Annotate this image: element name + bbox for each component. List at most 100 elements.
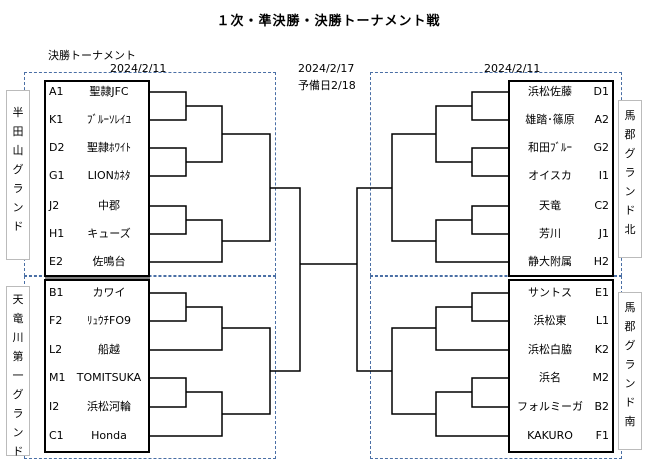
team-code: M2 (592, 371, 610, 384)
team-code: F1 (595, 429, 609, 442)
team-row: H2 静大附属 (508, 249, 614, 275)
team-code: F2 (49, 314, 63, 327)
venue-char: 竜 (12, 312, 24, 325)
team-name: TOMITSUKA (76, 371, 142, 384)
team-row: G2 和田ﾌﾞﾙｰ (508, 135, 614, 161)
team-name: 浜名 (539, 371, 561, 384)
right-team-box-lower (508, 279, 614, 453)
team-name: 聖隷JFC (89, 85, 129, 98)
team-row: B2 フォルミーガ (508, 394, 614, 420)
venue-char: 郡 (624, 320, 636, 333)
venue-char: 北 (624, 223, 636, 236)
team-name: 浜松東 (533, 314, 567, 327)
team-code: H1 (49, 227, 65, 240)
team-code: H2 (593, 255, 609, 268)
team-row: M2 浜名 (508, 365, 614, 391)
team-code: J1 (598, 227, 609, 240)
team-code: M1 (49, 371, 66, 384)
team-code: L2 (49, 343, 63, 356)
team-code: G1 (49, 169, 65, 182)
venue-char: ン (12, 201, 24, 214)
team-code: I1 (598, 169, 609, 182)
team-code: C2 (594, 199, 609, 212)
team-name: 芳川 (539, 227, 561, 240)
team-code: A2 (594, 113, 609, 126)
team-code: A1 (49, 85, 64, 98)
team-row: K2 浜松白脇 (508, 337, 614, 363)
team-code: D1 (593, 85, 609, 98)
venue-char: ラ (624, 166, 636, 179)
venue-text-top-right: 馬郡グランド北 (619, 101, 641, 239)
left-round-date: 2024/2/11 (110, 62, 167, 75)
team-row: M1 TOMITSUKA (44, 365, 150, 391)
venue-char: 郡 (624, 128, 636, 141)
final-date: 2024/2/17 (298, 62, 355, 75)
venue-label-bottom-right: 馬郡グランド南 (618, 292, 642, 450)
venue-char: グ (624, 147, 636, 160)
team-code: E1 (595, 286, 609, 299)
team-row: H1 キューズ (44, 221, 150, 247)
team-name: 浜松河輪 (87, 400, 131, 413)
team-code: K1 (49, 113, 64, 126)
venue-text-top-left: 半田山グランド (7, 91, 29, 236)
team-row: A2 雄踏･篠原 (508, 107, 614, 133)
venue-char: 馬 (624, 301, 636, 314)
venue-char: ド (12, 445, 24, 458)
venue-text-bottom-right: 馬郡グランド南 (619, 293, 641, 431)
venue-char: ド (624, 396, 636, 409)
team-name: 和田ﾌﾞﾙｰ (528, 141, 572, 154)
venue-char: 南 (624, 415, 636, 428)
venue-char: ド (624, 204, 636, 217)
team-row: A1 聖隷JFC (44, 79, 150, 105)
venue-char: 馬 (624, 109, 636, 122)
team-row: J2 中郡 (44, 193, 150, 219)
team-code: B1 (49, 286, 64, 299)
team-code: E2 (49, 255, 63, 268)
team-code: K2 (594, 343, 609, 356)
team-code: G2 (593, 141, 609, 154)
venue-label-bottom-left: 天竜川第一グランド (6, 286, 30, 458)
team-row: G1 LIONｶﾈﾀ (44, 163, 150, 189)
team-name: 雄踏･篠原 (525, 113, 575, 126)
team-name: 聖隷ﾎﾜｲﾄ (87, 141, 131, 154)
venue-char: 川 (12, 331, 24, 344)
venue-char: グ (624, 339, 636, 352)
team-code: B2 (594, 400, 609, 413)
team-name: オイスカ (528, 169, 572, 182)
team-name: ﾌﾞﾙｰｿﾚｲﾕ (87, 113, 131, 126)
team-name: 中郡 (98, 199, 120, 212)
team-row: D1 浜松佐藤 (508, 79, 614, 105)
right-team-box-upper (508, 80, 614, 277)
team-name: フォルミーガ (517, 400, 583, 413)
venue-label-top-left: 半田山グランド (6, 90, 30, 260)
team-row: J1 芳川 (508, 221, 614, 247)
team-name: サントス (528, 286, 572, 299)
team-name: Honda (91, 429, 127, 442)
team-name: 静大附属 (528, 255, 572, 268)
team-name: LIONｶﾈﾀ (87, 169, 131, 182)
page-title: １次・準決勝・決勝トーナメント戦 (216, 14, 441, 29)
venue-label-top-right: 馬郡グランド北 (618, 100, 642, 258)
right-round-date: 2024/2/11 (484, 62, 541, 75)
team-name: 浜松佐藤 (528, 85, 572, 98)
team-code: J2 (49, 199, 60, 212)
team-name: 浜松白脇 (528, 343, 572, 356)
venue-char: ラ (624, 358, 636, 371)
team-name: キューズ (87, 227, 131, 240)
venue-char: 一 (12, 369, 24, 382)
team-name: ﾘｭｳﾁFO9 (87, 314, 131, 327)
left-team-box-lower (44, 279, 150, 453)
venue-char: 山 (12, 144, 24, 157)
venue-char: ン (624, 185, 636, 198)
left-team-box-upper (44, 80, 150, 277)
venue-char: 第 (12, 350, 24, 363)
venue-text-bottom-left: 天竜川第一グランド (7, 287, 29, 461)
